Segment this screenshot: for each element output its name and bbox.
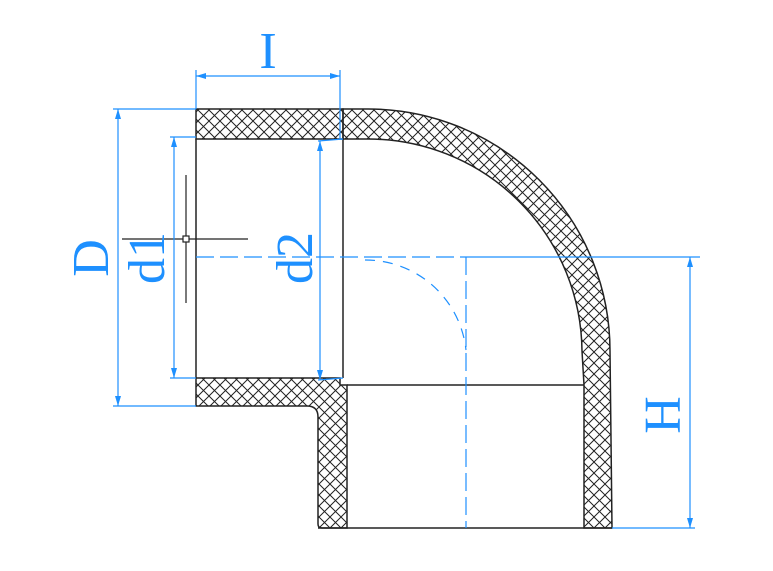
centerlines xyxy=(196,256,700,528)
dimension-d2 xyxy=(317,138,344,381)
crosshair-marker xyxy=(122,175,248,303)
label-d2: d2 xyxy=(267,232,324,284)
label-I: I xyxy=(259,23,276,80)
dimension-d1 xyxy=(170,136,196,379)
label-d1: d1 xyxy=(119,232,176,284)
top-socket-wall xyxy=(195,108,344,140)
label-H: H xyxy=(635,396,692,434)
dimension-H xyxy=(612,257,695,529)
curved-wall xyxy=(342,108,613,529)
label-D: D xyxy=(63,239,120,277)
bottom-socket-wall xyxy=(195,377,348,529)
dimension-D xyxy=(113,108,196,407)
pipe-walls xyxy=(195,108,613,529)
dimension-I xyxy=(195,70,341,139)
